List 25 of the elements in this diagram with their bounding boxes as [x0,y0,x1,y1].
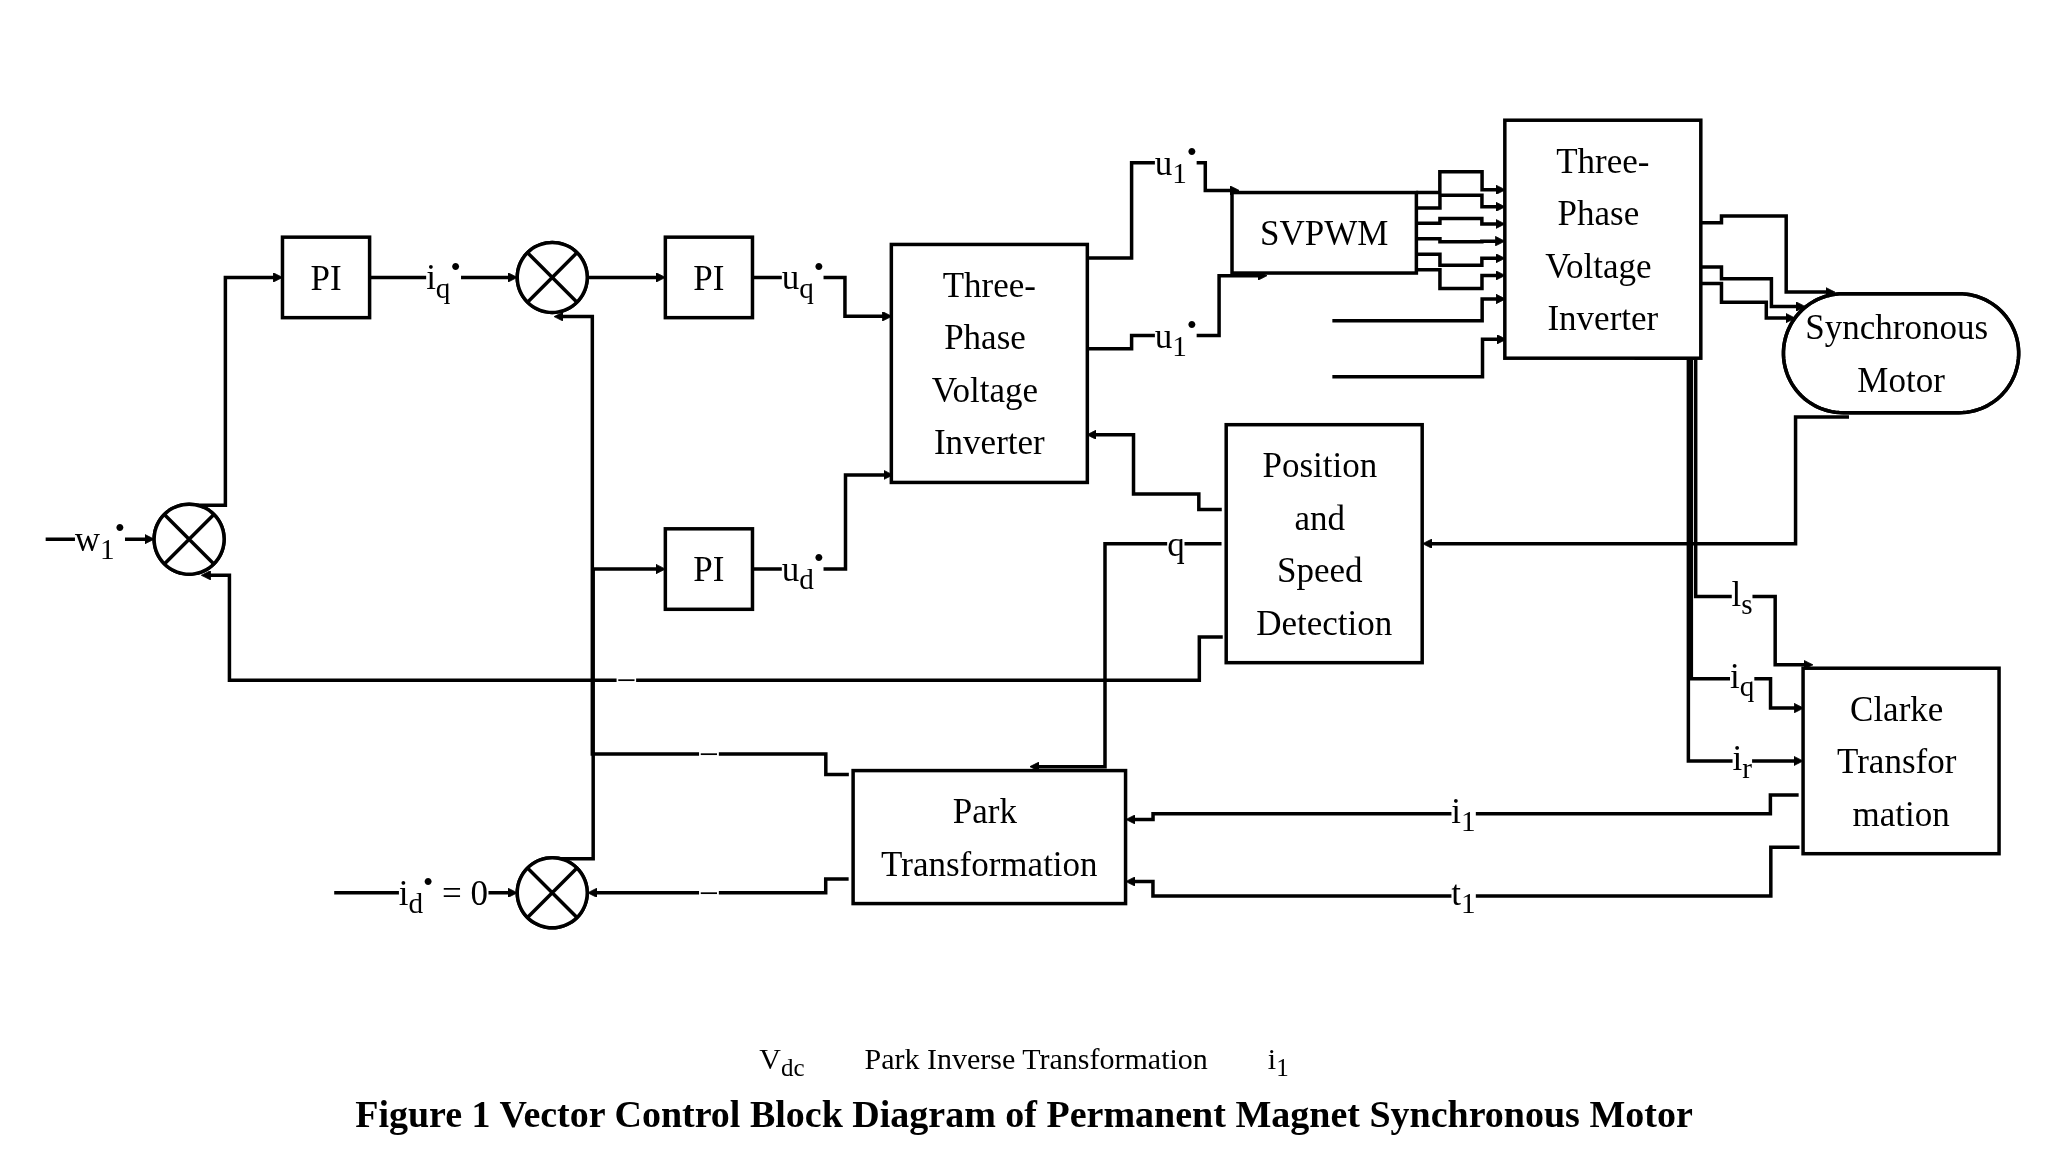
edge-label: i$_{d}$$^{•}$ = 0 [398,866,489,919]
annotation-text: V$_{dc}$ [759,1042,805,1082]
annotation-text: i$_{1}$ [1267,1042,1289,1082]
node-box: PI [663,527,755,612]
node-box: Park Transformation [851,768,1128,906]
node-box: PI [663,235,755,320]
edge-label: l$_{s}$ [1731,574,1753,620]
node-box: Position and Speed Detection [1224,422,1424,665]
edge-label: q [1167,524,1185,563]
edge-label: i$_{q}$ [1729,656,1755,702]
node-box: Three-Phase Voltage Inverter [889,242,1090,485]
edge-label: − [699,873,719,913]
edge-label: i$_{1}$ [1451,791,1476,837]
arrow [553,311,849,777]
edge-label: − [616,660,637,700]
edge-label: i$_{r}$ [1732,738,1752,784]
node-box: SVPWM [1230,190,1419,275]
node-box: Three-Phase Voltage Inverter [1503,118,1703,360]
edge-label: − [699,734,719,774]
node-box: Clarke Transfor mation [1801,666,2001,856]
node-box: PI [280,235,372,320]
arrow [200,570,1223,682]
figure-caption: Figure 1 Vector Control Block Diagram of Permanent Magnet Synchronous Motor [355,1092,1693,1136]
annotation-text: Park Inverse Transformation [864,1042,1208,1076]
edge-label: t$_{1}$ [1451,873,1476,920]
